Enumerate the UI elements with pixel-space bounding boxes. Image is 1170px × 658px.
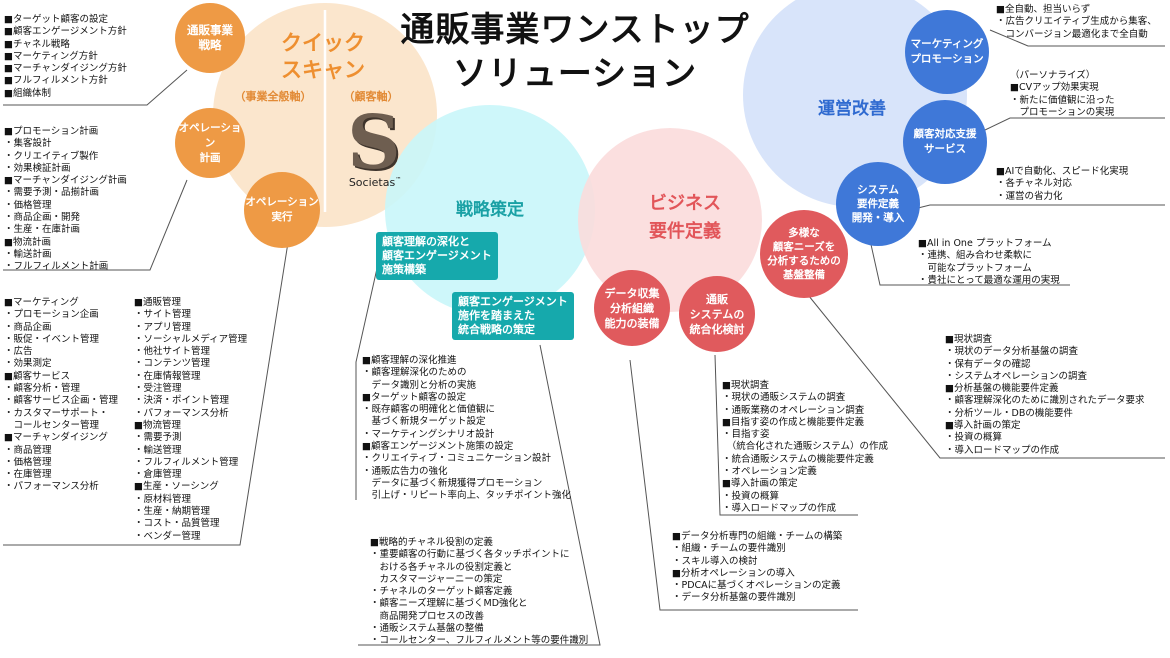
customer-axis-label: （顧客軸） xyxy=(343,90,399,103)
op-plan-circle: オペレーション 計画 xyxy=(175,108,245,178)
company-axis-label: （事業全般軸） xyxy=(234,90,312,103)
business-req-area xyxy=(578,128,762,312)
customer-understanding-box: 顧客理解の深化と 顧客エンゲージメント 施策構築 xyxy=(376,232,498,280)
operation-improve-label: 運営改善 xyxy=(818,99,886,119)
customer-support-notes: （パーソナライズ） ■CVアップ効果実現 ・新たに価値観に沿った プロモーション… xyxy=(1010,70,1115,118)
data-collection-notes: ■データ分析専門の組織・チームの構築 ・組織・チームの要件識別 ・スキル導入の検… xyxy=(672,531,843,604)
connector-tsuhan-strategy xyxy=(3,69,188,106)
system-req-notes: ■All in One プラットフォーム ・連携、組み合わせ柔軟に 可能なプラッ… xyxy=(918,238,1060,286)
business-req-label: ビジネス 要件定義 xyxy=(649,193,721,242)
op-exec-circle: オペレーション 実行 xyxy=(244,172,320,248)
marketing-promo-notes: ■全自動、担当いらず ・広告クリエイティブ生成から集客、 コンバージョン最適化ま… xyxy=(996,4,1157,40)
customer-support-circle: 顧客対応支援 サービス xyxy=(903,100,987,184)
ai-auto-notes: ■AIで自動化、スピード化実現 ・各チャネル対応 ・運営の省力化 xyxy=(996,166,1129,202)
connector-tsuhan-system xyxy=(714,354,858,516)
page-title: 通販事業ワンストップ ソリューション xyxy=(400,10,750,94)
diverse-needs-notes: ■現状調査 ・現状のデータ分析基盤の調査 ・保有データの確認 ・システムオペレー… xyxy=(945,334,1145,456)
connector-system-req-2 xyxy=(869,239,1070,286)
quick-scan-label: クイック スキャン xyxy=(281,31,365,82)
connector-marketing-promo xyxy=(989,29,1165,47)
connector-data-collection xyxy=(629,359,858,611)
tsuhan-strategy-circle: 通販事業 戦略 xyxy=(175,3,245,73)
op-exec-right-notes: ■通販管理 ・サイト管理 ・アプリ管理 ・ソーシャルメディア管理 ・他社サイト管… xyxy=(134,297,248,542)
connector-diverse-needs xyxy=(799,284,1165,459)
connector-op-plan xyxy=(3,179,188,271)
strategy-mid-notes: ■顧客理解の深化推進 ・顧客理解深化のための データ識別と分析の実施 ■ターゲッ… xyxy=(362,355,572,502)
societas-logo-icon: S xyxy=(347,100,401,186)
system-req-circle: システム 要件定義 開発・導入 xyxy=(836,162,920,246)
op-exec-left-notes: ■マーケティング ・プロモーション企画 ・商品企画 ・販促・イベント管理 ・広告… xyxy=(4,297,119,493)
strategy-bottom-notes: ■戦略的チャネル役割の定義 ・重要顧客の行動に基づく各タッチポイントに おける各… xyxy=(370,537,589,647)
connector-system-req xyxy=(889,204,1165,216)
tsuhan-system-circle: 通販 システムの 統合化検討 xyxy=(679,276,755,352)
marketing-promo-circle: マーケティング プロモーション xyxy=(905,10,989,94)
tsuhan-system-notes: ■現状調査 ・現状の通販システムの調査 ・通販業務のオペレーション調査 ■目指す… xyxy=(722,380,888,514)
connector-customer-understanding xyxy=(355,254,381,500)
diverse-needs-circle: 多様な 顧客ニーズを 分析するための 基盤整備 xyxy=(760,210,848,298)
tsuhan-strategy-notes: ■ターゲット顧客の設定 ■顧客エンゲージメント方針 ■チャネル戦略 ■マーケティ… xyxy=(4,14,127,99)
op-plan-notes: ■プロモーション計画 ・集客設計 ・クリエイティブ製作 ・効果検証計画 ■マーチ… xyxy=(4,126,127,273)
societas-logo-text: Societas™ xyxy=(348,176,402,189)
connector-customer-support xyxy=(984,117,1165,131)
connector-engagement-strategy xyxy=(358,344,601,646)
connector-op-exec xyxy=(3,229,291,546)
data-collection-circle: データ収集 分析組織 能力の装備 xyxy=(594,270,670,346)
strategy-label: 戦略策定 xyxy=(456,200,524,220)
engagement-strategy-box: 顧客エンゲージメント 施作を踏まえた 統合戦略の策定 xyxy=(452,292,574,340)
